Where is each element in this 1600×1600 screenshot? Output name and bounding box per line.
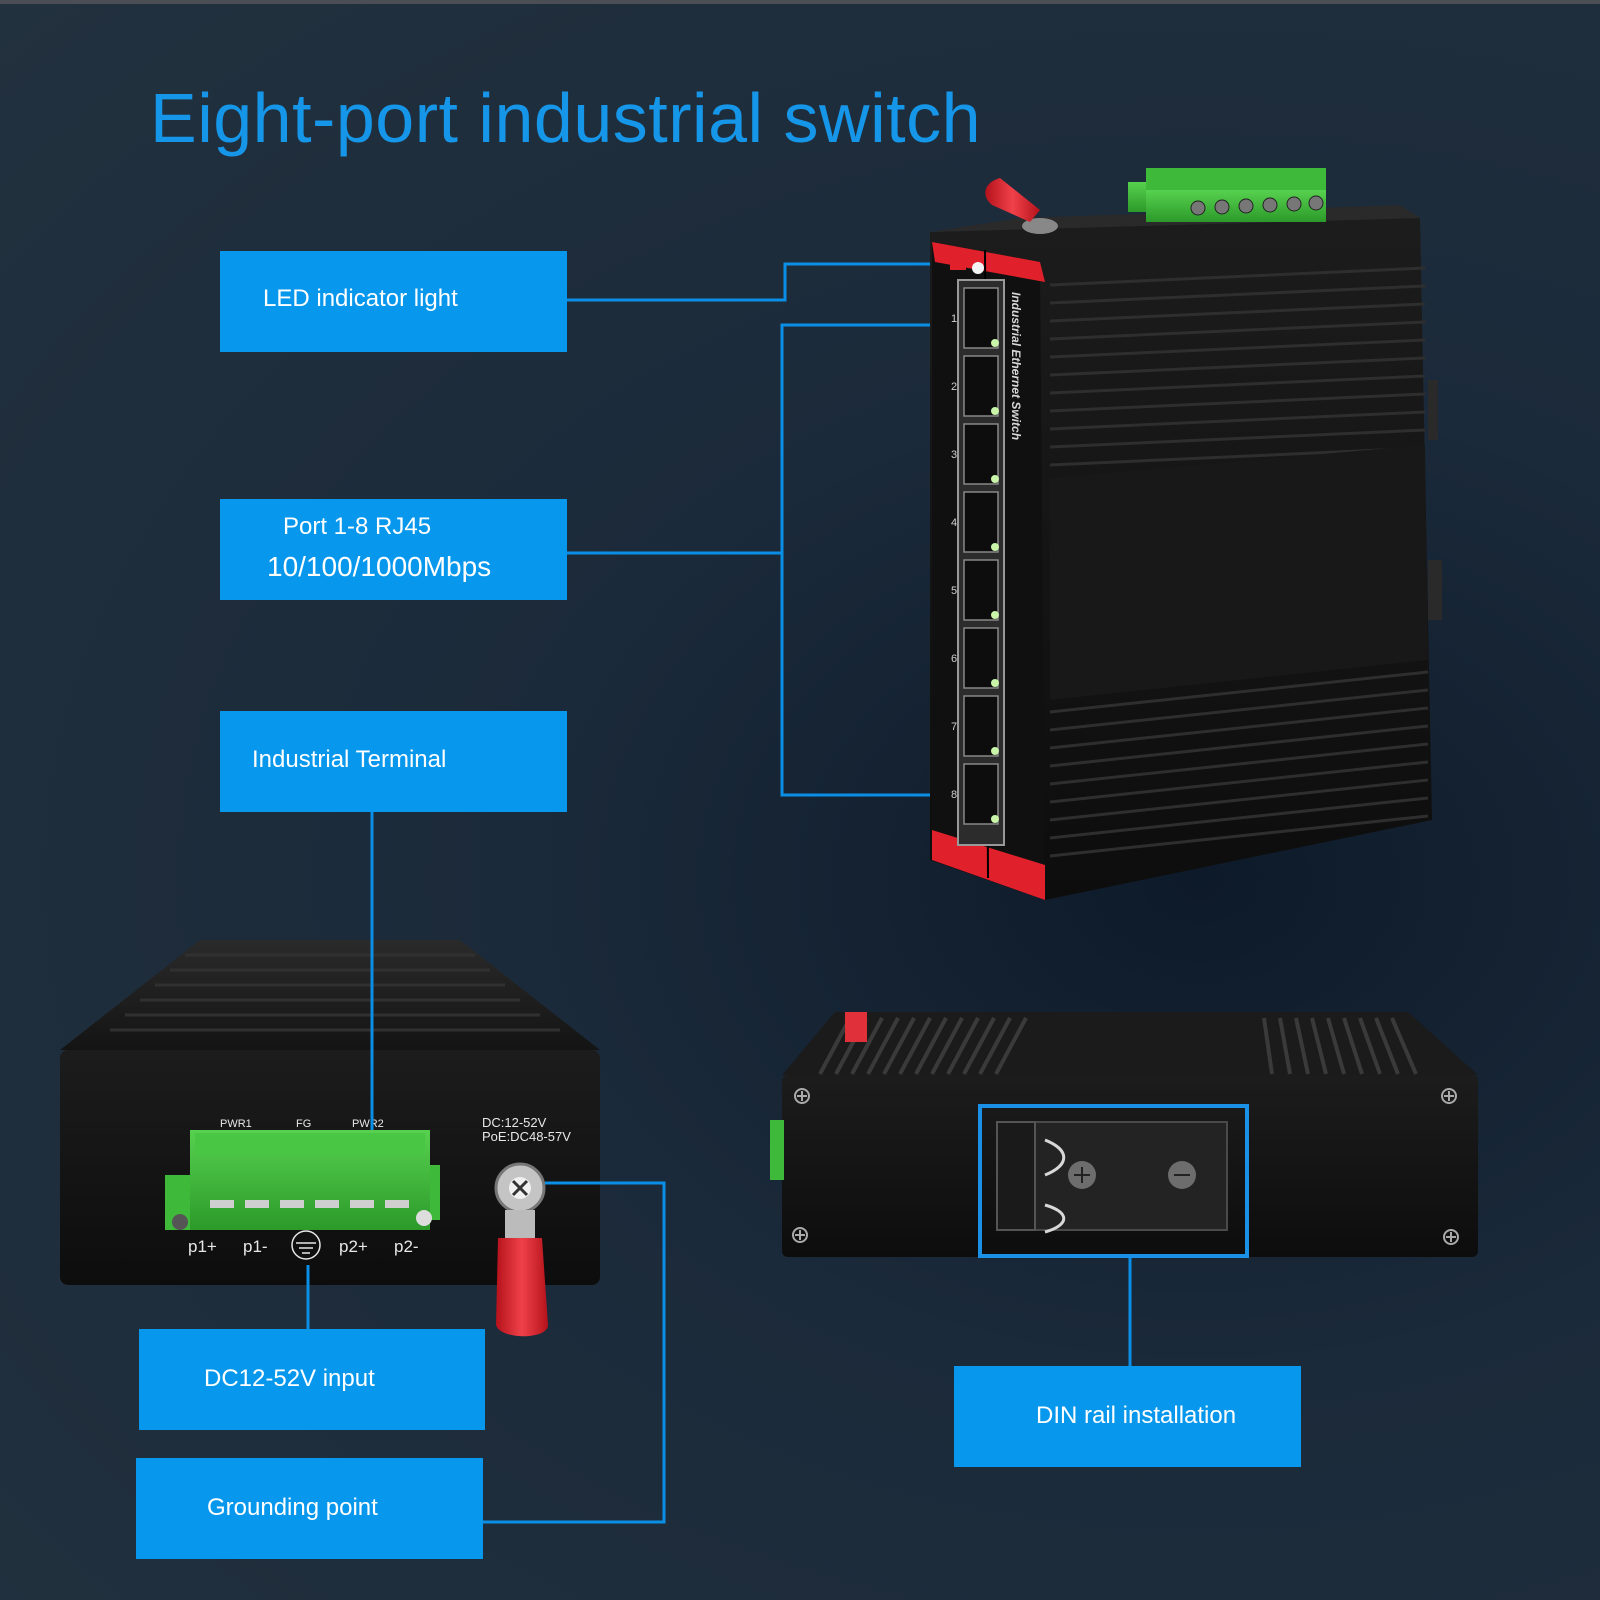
port-led [991, 407, 999, 415]
mounting-screw-icon [792, 1088, 1459, 1245]
port-number: 3 [951, 449, 957, 461]
callout-grounding: Grounding point [136, 1458, 483, 1559]
ground-symbol-icon [291, 1230, 321, 1260]
rj45-port [963, 491, 999, 553]
vertical-product-label: Industrial Ethernet Switch [1009, 292, 1023, 440]
port-number: 7 [951, 721, 957, 733]
poe-spec-label: PoE:DC48-57V [482, 1129, 571, 1144]
top-terminal-block [1128, 168, 1326, 222]
terminal-label: p2+ [339, 1237, 368, 1256]
terminal-label: p1- [243, 1237, 268, 1256]
port-led [991, 747, 999, 755]
port-number: 4 [951, 517, 957, 529]
top-border [0, 0, 1600, 4]
rj45-port [963, 627, 999, 689]
pwr-badge [950, 260, 966, 270]
callout-led-indicator-text: LED indicator light [263, 285, 458, 312]
callout-dc-input-text: DC12-52V input [204, 1365, 375, 1392]
port-led [991, 679, 999, 687]
callout-industrial-terminal: Industrial Terminal [220, 711, 567, 812]
callout-ports-line2: 10/100/1000Mbps [267, 551, 492, 582]
rj45-port [963, 423, 999, 485]
port-number: 8 [951, 789, 957, 801]
port-number: 1 [951, 313, 957, 325]
port-leds [991, 339, 999, 823]
callout-industrial-terminal-text: Industrial Terminal [252, 746, 447, 773]
page-title: Eight-port industrial switch [150, 79, 981, 157]
port-led [991, 543, 999, 551]
cooling-fins-lower [1049, 670, 1429, 858]
leader-lines [306, 262, 1132, 1524]
rj45-port [963, 559, 999, 621]
power-terminal-block [165, 1130, 440, 1230]
leader-ports-bracket [780, 323, 930, 797]
port-led [991, 339, 999, 347]
din-rail-highlight [978, 1104, 1249, 1258]
terminal-label: p1+ [188, 1237, 217, 1256]
leader-grounding [483, 1181, 666, 1524]
pwr2-label: PWR2 [352, 1118, 384, 1130]
port-number: 5 [951, 585, 957, 597]
port-led [991, 475, 999, 483]
port-number-labels: 1 2 3 4 5 6 7 8 [951, 313, 957, 801]
rj45-port [963, 355, 999, 417]
switch-rear-view: PWR1 FG PWR2 DC:12-52V PoE:DC48-57V p1+ … [60, 940, 600, 1337]
callout-dc-input: DC12-52V input [139, 1329, 485, 1430]
callout-ports: Port 1-8 RJ45 10/100/1000Mbps [220, 499, 567, 600]
fg-label: FG [296, 1118, 311, 1130]
grounding-lug [494, 1162, 548, 1337]
callout-din-rail-text: DIN rail installation [1036, 1402, 1237, 1429]
top-grounding-lug [985, 178, 1058, 234]
pwr-led [972, 262, 984, 274]
callout-din-rail: DIN rail installation [954, 1366, 1301, 1467]
callout-led-indicator: LED indicator light [220, 251, 567, 352]
rj45-port [963, 763, 999, 825]
callout-grounding-text: Grounding point [207, 1494, 378, 1521]
rj45-port [963, 287, 999, 349]
dc-spec-label: DC:12-52V [482, 1115, 547, 1130]
pwr1-label: PWR1 [220, 1118, 252, 1130]
rj45-ports [963, 287, 999, 825]
rj45-port [963, 695, 999, 757]
switch-side-view [770, 1012, 1478, 1258]
port-number: 6 [951, 653, 957, 665]
din-rail-clip [996, 1121, 1228, 1234]
cooling-fins-upper [1049, 266, 1426, 467]
switch-front-view: 1 2 3 4 5 6 7 8 Industrial Ethernet Swit… [930, 168, 1442, 900]
red-accent-top [932, 242, 1045, 282]
leader-led [567, 262, 930, 302]
callout-ports-line1: Port 1-8 RJ45 [283, 513, 432, 540]
port-number: 2 [951, 381, 957, 393]
terminal-label: p2- [394, 1237, 419, 1256]
port-led [991, 611, 999, 619]
port-led [991, 815, 999, 823]
